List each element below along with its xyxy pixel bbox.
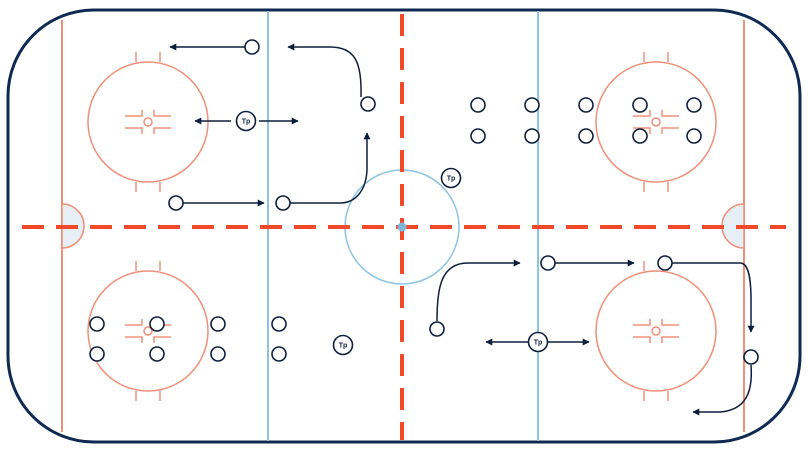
- coach-tp-icon: Tp: [332, 334, 354, 356]
- svg-text:Tp: Tp: [339, 343, 348, 350]
- player-icon: [632, 97, 648, 113]
- movement-arrows: [169, 43, 755, 416]
- player-icon: [168, 195, 184, 211]
- arrow-icon: [290, 132, 371, 204]
- coach-tp-icon: Tp: [440, 167, 462, 189]
- arrow-icon: [287, 43, 362, 98]
- faceoff-circle-bottom-left: [87, 261, 209, 401]
- player-icon: [89, 346, 105, 362]
- player-icon: [743, 349, 759, 365]
- player-icon: [360, 96, 376, 112]
- player-icon: [540, 255, 556, 271]
- players: [89, 39, 759, 365]
- faceoff-circle-top-right: [595, 52, 717, 192]
- player-icon: [89, 316, 105, 332]
- player-icon: [429, 321, 445, 337]
- coach-tp-icon: Tp: [235, 110, 257, 132]
- svg-text:Tp: Tp: [534, 340, 543, 347]
- player-icon: [686, 128, 702, 144]
- player-icon: [210, 346, 226, 362]
- svg-text:Tp: Tp: [447, 176, 456, 183]
- player-icon: [210, 316, 226, 332]
- player-icon: [578, 128, 594, 144]
- center-faceoff-dot: [397, 222, 407, 232]
- player-icon: [524, 97, 540, 113]
- svg-text:Tp: Tp: [242, 119, 251, 126]
- player-icon: [657, 255, 673, 271]
- player-icon: [271, 346, 287, 362]
- player-icon: [686, 97, 702, 113]
- arrow-icon: [436, 259, 521, 322]
- player-icon: [149, 346, 165, 362]
- coach-tp-icon: Tp: [527, 331, 549, 353]
- player-icon: [470, 97, 486, 113]
- player-icon: [470, 128, 486, 144]
- player-icon: [275, 195, 291, 211]
- player-icon: [271, 316, 287, 332]
- arrow-icon: [672, 262, 755, 333]
- arrow-icon: [692, 364, 753, 416]
- player-icon: [149, 316, 165, 332]
- player-icon: [578, 97, 594, 113]
- player-icon: [524, 128, 540, 144]
- faceoff-circle-top-left: [87, 52, 209, 192]
- player-icon: [244, 39, 260, 55]
- player-icon: [632, 128, 648, 144]
